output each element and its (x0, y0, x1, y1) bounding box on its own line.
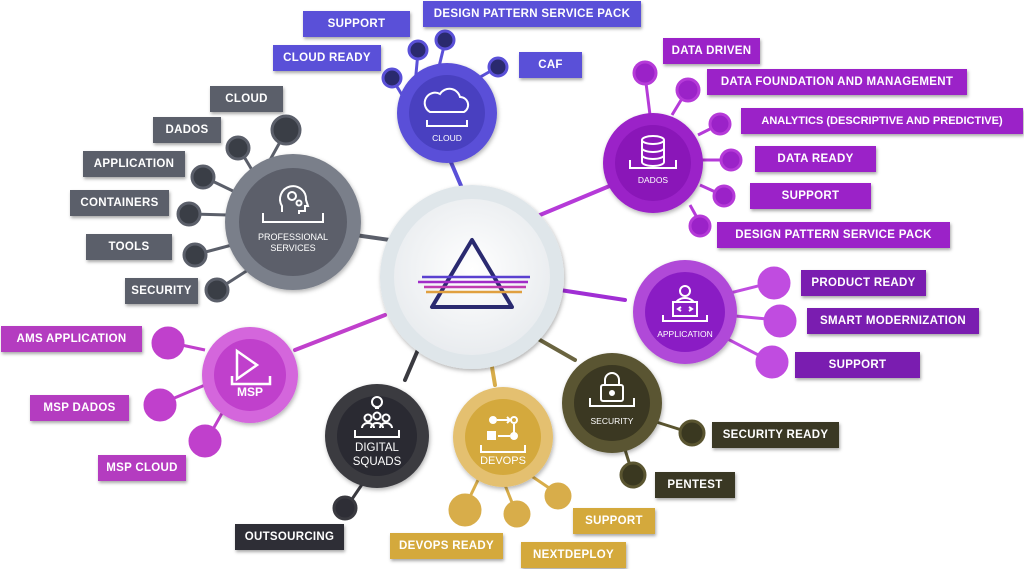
squads-hub-title-line1: DIGITAL (355, 442, 399, 454)
dados-label-data-driven: DATA DRIVEN (663, 38, 760, 64)
dados-hub-title: DADOS (637, 175, 669, 185)
dados-hub (603, 113, 703, 213)
dados-satellites (632, 60, 743, 238)
dados-label-data-foundation: DATA FOUNDATION AND MANAGEMENT (707, 69, 967, 95)
security-hub (562, 353, 662, 453)
prism-logo (418, 238, 530, 309)
dados-label-data-ready: DATA READY (755, 146, 876, 172)
security-label-security-ready: SECURITY READY (712, 422, 839, 448)
application-hub-title: APPLICATION (657, 329, 713, 339)
professional-label-containers: CONTAINERS (70, 190, 169, 216)
professional-label-tools: TOOLS (86, 234, 172, 260)
professional-hub-title-line2: SERVICES (270, 243, 316, 253)
msp-label-msp-dados: MSP DADOS (30, 395, 129, 421)
devops-label-devops-ready: DEVOPS READY (390, 533, 503, 559)
dados-label-analytics: ANALYTICS (DESCRIPTIVE AND PREDICTIVE) (741, 108, 1023, 134)
msp-label-msp-cloud: MSP CLOUD (98, 455, 186, 481)
lock-icon (589, 372, 635, 407)
squads-hub-title-line2: SQUADS (352, 456, 402, 468)
application-label-smart-modernization: SMART MODERNIZATION (807, 308, 979, 334)
professional-label-dados: DADOS (153, 117, 221, 143)
devops-hub-title: DEVOPS (480, 455, 526, 467)
msp-hub-title: MSP (236, 385, 263, 399)
security-hub-title: SECURITY (590, 416, 634, 426)
play-icon (230, 348, 272, 386)
professional-label-cloud: CLOUD (210, 86, 283, 112)
security-label-pentest: PENTEST (655, 472, 735, 498)
professional-label-application: APPLICATION (83, 151, 185, 177)
head-gears-icon (262, 185, 324, 223)
msp-hub (202, 327, 298, 423)
cloud-satellites (381, 29, 509, 101)
dados-label-design-pattern: DESIGN PATTERN SERVICE PACK (717, 222, 950, 248)
database-icon (629, 135, 677, 169)
developer-laptop-icon (662, 285, 708, 322)
msp-label-ams-application: AMS APPLICATION (1, 326, 142, 352)
professional-hub-title-line1: PROFESSIONAL (257, 232, 329, 242)
msp-satellites (143, 326, 227, 458)
professional-label-security: SECURITY (125, 278, 198, 304)
application-label-product-ready: PRODUCT READY (801, 270, 926, 296)
professional-satellites (176, 114, 302, 303)
cloud-hub-title: CLOUD (432, 133, 462, 143)
devops-label-nextdeploy: NEXTDEPLOY (521, 542, 626, 568)
team-lightbulb-icon (354, 396, 400, 438)
cloud-label-support: SUPPORT (303, 11, 410, 37)
workflow-icon (480, 416, 526, 453)
cloud-label-design-pattern: DESIGN PATTERN SERVICE PACK (423, 1, 641, 27)
cloud-label-caf: CAF (519, 52, 582, 78)
application-label-support: SUPPORT (795, 352, 920, 378)
dados-label-support: SUPPORT (750, 183, 871, 209)
squads-label-outsourcing: OUTSOURCING (235, 524, 344, 550)
cloud-label-cloud-ready: CLOUD READY (273, 45, 381, 71)
squads-satellites (332, 479, 367, 521)
devops-satellites (448, 473, 572, 528)
cloud-icon (423, 87, 470, 127)
devops-label-support: SUPPORT (573, 508, 655, 534)
